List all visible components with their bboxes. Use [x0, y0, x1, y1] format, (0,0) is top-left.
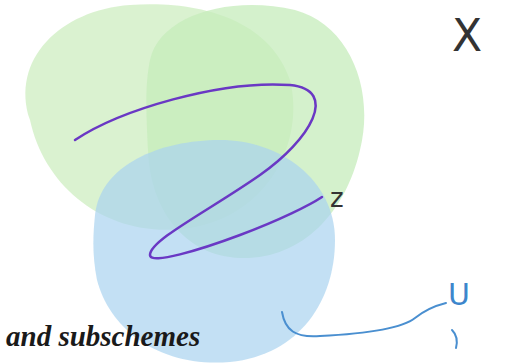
pen-stroke [452, 330, 457, 348]
open-set-label: U [448, 280, 470, 310]
bracket-stroke [282, 303, 446, 336]
curve-label: z [330, 185, 344, 211]
space-label: X [452, 14, 482, 58]
section-heading: and subschemes [6, 322, 200, 351]
subscheme-curve [75, 84, 322, 258]
